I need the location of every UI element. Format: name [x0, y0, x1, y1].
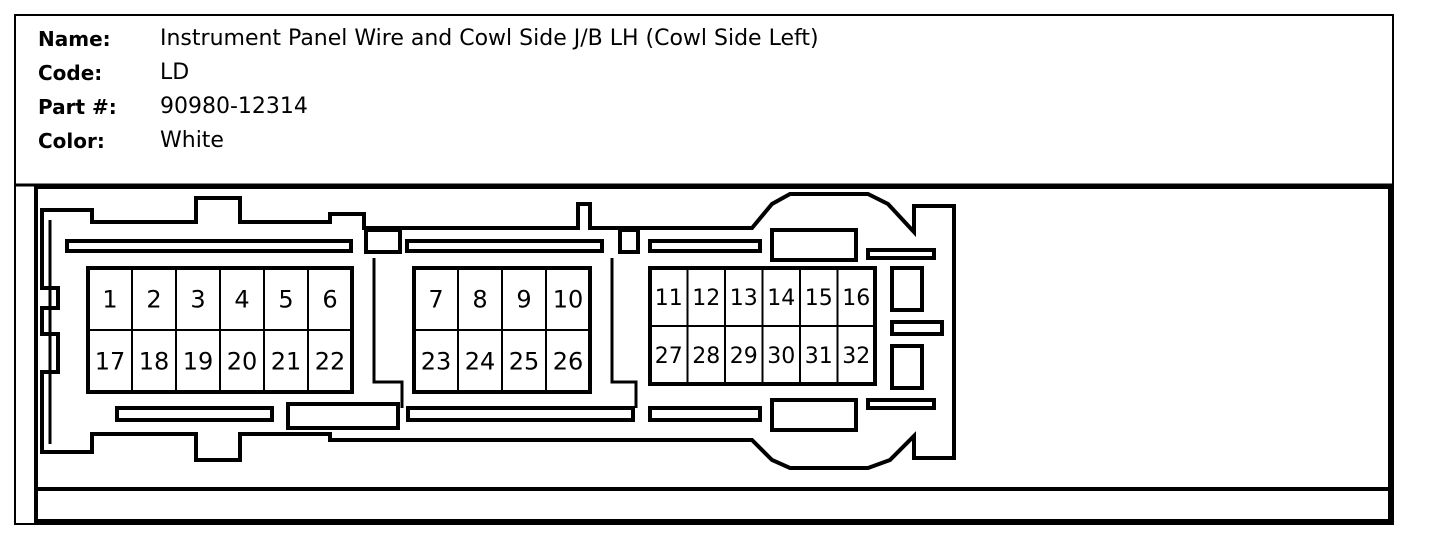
code-label: Code:	[38, 61, 103, 85]
connector-info: Name: Instrument Panel Wire and Cowl Sid…	[38, 22, 819, 158]
pin-number-3: 3	[190, 286, 205, 314]
pin-number-6: 6	[322, 286, 337, 314]
top-slot-middle	[405, 239, 604, 253]
top-slot-right	[648, 239, 762, 253]
bottom-slot-left	[115, 406, 274, 422]
pin-cavity-22	[307, 329, 353, 393]
pin-number-30: 30	[767, 344, 795, 369]
pin-number-15: 15	[805, 286, 833, 311]
part-label: Part #:	[38, 95, 117, 119]
pin-number-10: 10	[553, 286, 584, 314]
pin-number-27: 27	[655, 344, 683, 369]
key-block-e	[286, 402, 400, 430]
part-value: 90980-12314	[160, 94, 308, 119]
pin-group-left: 1 2 3 4 5 6 17 18 19 20 21 22	[86, 266, 354, 394]
pin-number-28: 28	[692, 344, 720, 369]
pin-number-7: 7	[428, 286, 443, 314]
pin-number-4: 4	[234, 286, 249, 314]
pin-number-1: 1	[102, 286, 117, 314]
top-slot-left	[65, 239, 353, 253]
pin-number-13: 13	[730, 286, 758, 311]
pin-number-17: 17	[95, 348, 126, 376]
divider-middle-right	[610, 258, 638, 408]
pin-number-9: 9	[516, 286, 531, 314]
pin-number-22: 22	[315, 348, 346, 376]
side-lock-top	[890, 266, 924, 312]
name-label: Name:	[38, 27, 111, 51]
key-block-c	[770, 228, 858, 262]
pin-number-25: 25	[509, 348, 540, 376]
info-row-part: Part #: 90980-12314	[38, 90, 819, 124]
pin-number-31: 31	[805, 344, 833, 369]
diagram-box	[34, 185, 1392, 523]
key-block-f	[770, 398, 858, 432]
key-block-b	[618, 228, 640, 254]
color-label: Color:	[38, 129, 105, 153]
pin-number-32: 32	[842, 344, 870, 369]
pin-number-18: 18	[139, 348, 170, 376]
housing-outline	[40, 192, 956, 470]
info-row-color: Color: White	[38, 124, 819, 158]
pin-number-20: 20	[227, 348, 258, 376]
bottom-slot-middle	[406, 406, 635, 422]
pin-number-29: 29	[730, 344, 758, 369]
pin-number-24: 24	[465, 348, 496, 376]
pin-number-16: 16	[842, 286, 870, 311]
side-lock-bottom	[890, 344, 924, 390]
pin-number-23: 23	[421, 348, 452, 376]
pin-cavity-26	[545, 329, 591, 393]
pin-number-12: 12	[692, 286, 720, 311]
code-value: LD	[160, 60, 190, 85]
info-row-code: Code: LD	[38, 56, 819, 90]
pin-number-5: 5	[278, 286, 293, 314]
pin-number-2: 2	[146, 286, 161, 314]
key-slot-d	[866, 248, 936, 260]
divider-left-middle	[372, 258, 404, 408]
pin-number-14: 14	[767, 286, 795, 311]
pin-group-right: 11 12 13 14 15 16 27 28 29 30 31 32	[648, 266, 877, 386]
pin-cavity-32	[836, 325, 876, 385]
color-value: White	[160, 128, 224, 153]
info-row-name: Name: Instrument Panel Wire and Cowl Sid…	[38, 22, 819, 56]
connector-housing	[40, 192, 956, 470]
pin-number-19: 19	[183, 348, 214, 376]
side-lock-middle	[890, 320, 944, 336]
key-block-a	[364, 228, 402, 254]
pin-group-middle: 7 8 9 10 23 24 25 26	[412, 266, 592, 394]
pin-number-26: 26	[553, 348, 584, 376]
name-value: Instrument Panel Wire and Cowl Side J/B …	[160, 26, 819, 51]
key-slot-g	[866, 398, 936, 410]
bottom-slot-right	[648, 406, 762, 422]
pin-number-11: 11	[655, 286, 683, 311]
pin-number-21: 21	[271, 348, 302, 376]
pin-number-8: 8	[472, 286, 487, 314]
